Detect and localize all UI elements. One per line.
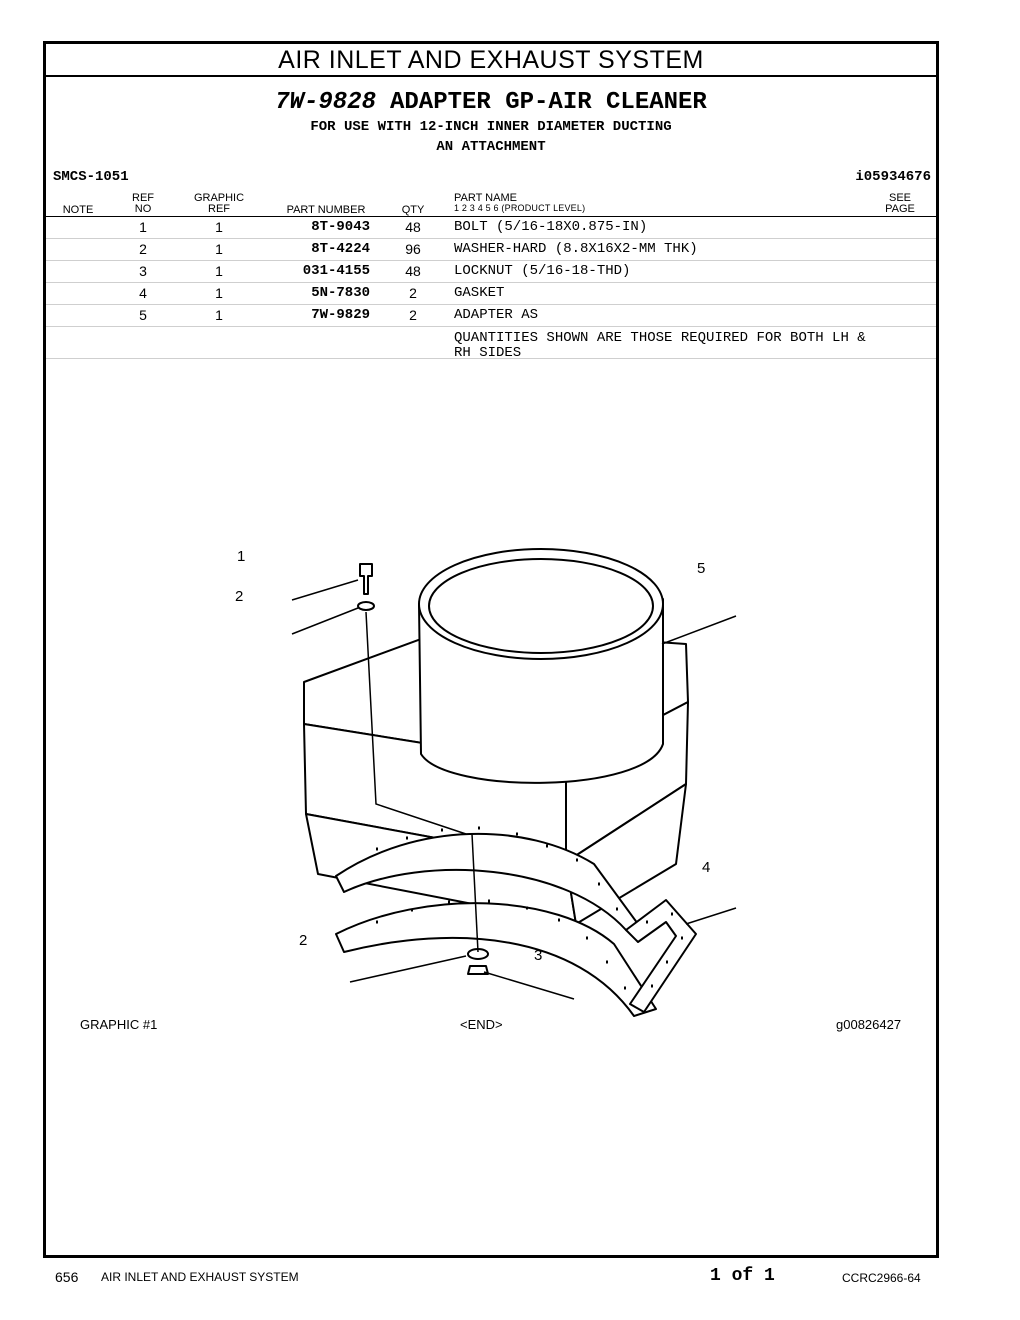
col-ref-line2: NO — [134, 203, 152, 215]
assembly-title: ADAPTER GP-AIR CLEANER — [389, 89, 707, 116]
subtitle-attachment: AN ATTACHMENT — [436, 139, 546, 155]
part-name: LOCKNUT (5/16-18-THD) — [454, 263, 631, 279]
qty: 2 — [409, 307, 417, 323]
callout-1: 1 — [237, 548, 246, 565]
bolt-part — [359, 563, 373, 595]
note-row: QUANTITIES SHOWN ARE THOSE REQUIRED FOR … — [46, 328, 936, 361]
footer-section: AIR INLET AND EXHAUST SYSTEM — [101, 1270, 299, 1284]
col-part-number: PART NUMBER — [286, 204, 366, 216]
qty: 48 — [405, 219, 421, 235]
document-ident: i05934676 — [855, 169, 931, 185]
table-row: 3 1 031-4155 48 LOCKNUT (5/16-18-THD) — [46, 261, 936, 283]
callout-4: 4 — [702, 859, 711, 876]
assembly-part-number: 7W-9828 — [275, 89, 376, 116]
table-row: 4 1 5N-7830 2 GASKET — [46, 283, 936, 305]
col-ref-line1: REF — [132, 192, 154, 204]
table-row: 2 1 8T-4224 96 WASHER-HARD (8.8X16X2-MM … — [46, 239, 936, 261]
page-number: 656 — [55, 1269, 79, 1285]
graphic-id: g00826427 — [836, 1017, 902, 1032]
ref-no: 3 — [139, 263, 147, 279]
gasket-lower — [335, 902, 657, 1017]
page-of: 1 of 1 — [710, 1266, 775, 1286]
graphic-ref: 1 — [215, 285, 223, 301]
col-see-line1: SEE — [888, 192, 911, 204]
part-name: WASHER-HARD (8.8X16X2-MM THK) — [454, 241, 698, 257]
table-row: 1 1 8T-9043 48 BOLT (5/16-18X0.875-IN) — [46, 217, 936, 239]
gasket-side — [625, 899, 697, 1013]
ref-no: 4 — [139, 285, 147, 301]
part-name: GASKET — [454, 285, 505, 301]
part-number: 8T-9043 — [311, 219, 370, 235]
doc-code: CCRC2966-64 — [842, 1271, 921, 1285]
part-title-line: 7W-9828 ADAPTER GP-AIR CLEANER — [46, 89, 936, 116]
qty: 96 — [405, 241, 421, 257]
part-number: 7W-9829 — [311, 307, 370, 323]
ref-no: 5 — [139, 307, 147, 323]
table-row: 5 1 7W-9829 2 ADAPTER AS — [46, 305, 936, 327]
qty: 48 — [405, 263, 421, 279]
part-number: 8T-4224 — [311, 241, 370, 257]
col-part-name: PART NAME — [454, 192, 517, 204]
col-product-level: 1 2 3 4 5 6 (PRODUCT LEVEL) — [454, 203, 586, 213]
graphic-ref: 1 — [215, 241, 223, 257]
callout-5: 5 — [697, 560, 706, 577]
smcs-code: SMCS-1051 — [53, 169, 129, 185]
col-see-line2: PAGE — [885, 203, 915, 215]
subtitle-usage: FOR USE WITH 12-INCH INNER DIAMETER DUCT… — [310, 119, 672, 135]
part-name: ADAPTER AS — [454, 307, 539, 323]
section-banner: AIR INLET AND EXHAUST SYSTEM — [46, 44, 936, 77]
end-marker: <END> — [460, 1017, 503, 1032]
washer-top — [357, 601, 375, 611]
graphic-ref: 1 — [215, 219, 223, 235]
graphic-ref: 1 — [215, 307, 223, 323]
callout-2-bottom: 2 — [299, 932, 308, 949]
col-graphic-line2: REF — [208, 203, 230, 215]
ref-no: 2 — [139, 241, 147, 257]
col-note: NOTE — [62, 204, 94, 216]
ref-no: 1 — [139, 219, 147, 235]
header-rule — [46, 216, 936, 217]
part-number: 031-4155 — [302, 263, 370, 279]
col-graphic-line1: GRAPHIC — [193, 192, 245, 204]
part-number: 5N-7830 — [311, 285, 370, 301]
graphic-label: GRAPHIC #1 — [80, 1017, 158, 1032]
exploded-view-drawing — [291, 548, 737, 1017]
locknut-part — [467, 965, 489, 975]
part-name: BOLT (5/16-18X0.875-IN) — [454, 219, 648, 235]
quantity-note: QUANTITIES SHOWN ARE THOSE REQUIRED FOR … — [454, 330, 866, 361]
callout-2-top: 2 — [235, 588, 244, 605]
callout-3: 3 — [534, 947, 543, 964]
col-qty: QTY — [401, 204, 425, 216]
graphic-ref: 1 — [215, 263, 223, 279]
qty: 2 — [409, 285, 417, 301]
